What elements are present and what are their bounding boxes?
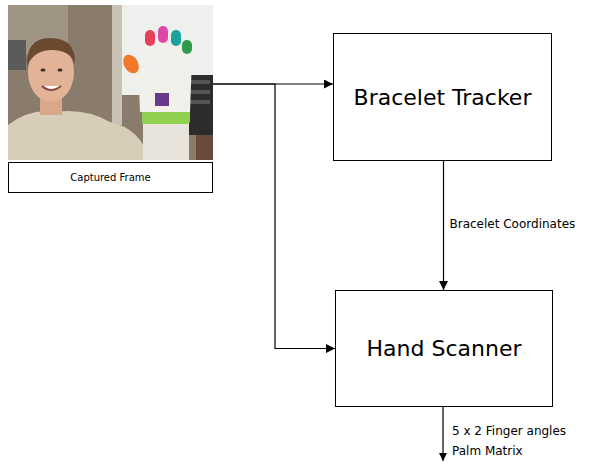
output-label: 5 x 2 Finger angles Palm Matrix — [452, 421, 577, 461]
shirt — [8, 111, 150, 160]
box-label: Bracelet Tracker — [354, 85, 532, 110]
captured-frame: Captured Frame — [8, 5, 213, 193]
smile — [42, 86, 61, 90]
finger-tip — [120, 52, 142, 76]
equipment — [190, 100, 210, 104]
eye — [58, 68, 63, 71]
finger-tip — [158, 26, 168, 43]
curtain — [112, 5, 122, 125]
equipment — [190, 90, 210, 94]
edge-label: Bracelet Coordinates — [448, 214, 578, 234]
furniture — [196, 135, 213, 160]
flow-arrow — [443, 161, 444, 290]
finger-tip — [182, 40, 192, 54]
hair — [27, 38, 75, 66]
finger-tip — [171, 30, 181, 46]
palm-marker — [155, 93, 169, 106]
equipment — [190, 80, 210, 84]
glove-wrist — [143, 110, 189, 160]
bracelet — [142, 110, 190, 124]
caption-box: Captured Frame — [8, 162, 213, 193]
box-label: Hand Scanner — [367, 336, 522, 361]
flow-arrow — [213, 84, 335, 349]
finger-tip — [145, 30, 155, 46]
caption-text: Captured Frame — [70, 172, 150, 183]
equipment — [188, 75, 213, 135]
process-box: Hand Scanner — [335, 290, 553, 407]
shelf — [8, 40, 26, 70]
room-wall — [8, 5, 213, 160]
output-arrow — [442, 407, 443, 461]
eye — [41, 68, 46, 71]
process-box: Bracelet Tracker — [333, 33, 552, 161]
captured-photo — [8, 5, 213, 160]
